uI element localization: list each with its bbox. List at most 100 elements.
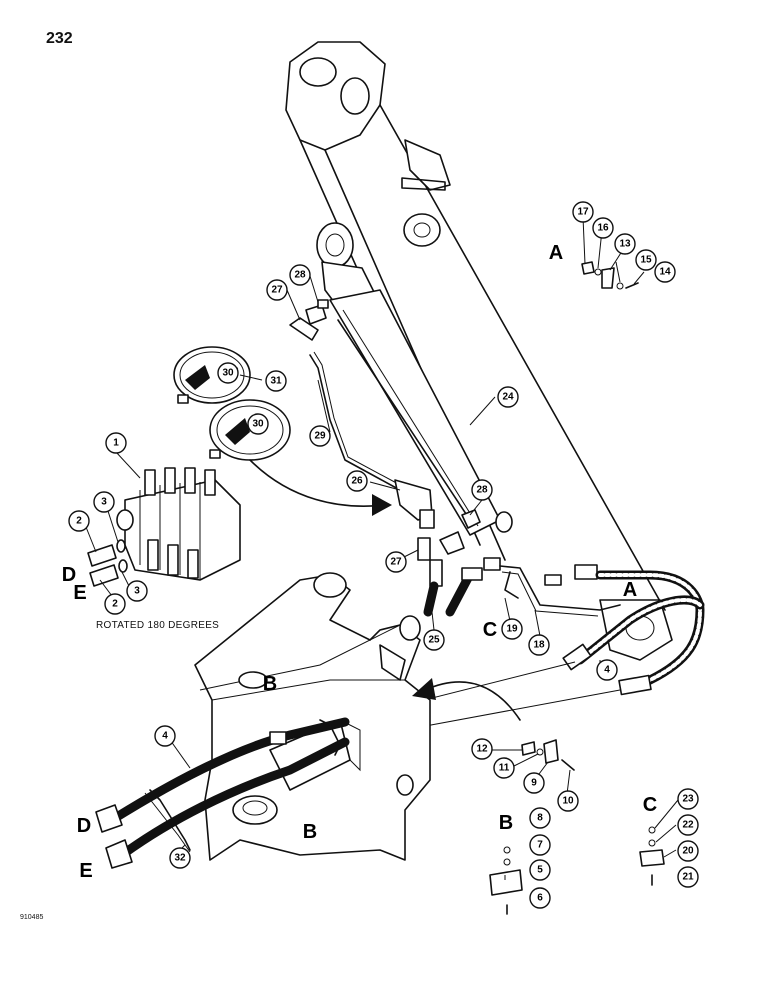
svg-text:4: 4 [162, 731, 168, 742]
hardware-b-group [521, 739, 575, 771]
callout-4: 4 [154, 725, 176, 747]
callout-7: 7 [529, 834, 551, 856]
hardware-a-group [581, 261, 639, 290]
svg-text:4: 4 [604, 665, 610, 676]
callout-21: 21 [677, 866, 699, 888]
callout-20: 20 [677, 840, 699, 862]
tube-18 [499, 565, 621, 611]
clamp-area-a [544, 564, 598, 586]
svg-text:24: 24 [502, 392, 514, 403]
svg-text:29: 29 [314, 431, 326, 442]
callout-12: 12 [471, 738, 493, 760]
callout-8: 8 [529, 807, 551, 829]
letter-e: E [79, 860, 92, 882]
callout-17: 17 [572, 201, 594, 223]
svg-text:28: 28 [476, 485, 488, 496]
page-number: 232 [46, 30, 73, 47]
drawing-code: 910485 [20, 914, 44, 921]
callout-15: 15 [635, 249, 657, 271]
callout-3: 3 [93, 491, 115, 513]
callout-29: 29 [309, 425, 331, 447]
callout-3: 3 [126, 580, 148, 602]
svg-text:8: 8 [537, 813, 543, 824]
svg-text:3: 3 [134, 586, 140, 597]
svg-text:30: 30 [252, 419, 264, 430]
svg-text:25: 25 [428, 635, 440, 646]
letter-b: B [499, 812, 513, 834]
svg-text:1: 1 [113, 438, 119, 449]
arrow-head-frame [412, 678, 436, 700]
callout-5: 5 [529, 859, 551, 881]
callout-9: 9 [523, 772, 545, 794]
callout-1: 1 [105, 432, 127, 454]
callout-28: 28 [471, 479, 493, 501]
letter-a: A [623, 579, 637, 601]
svg-text:27: 27 [271, 285, 283, 296]
svg-text:9: 9 [531, 778, 537, 789]
svg-text:6: 6 [537, 893, 543, 904]
letter-c: C [643, 794, 657, 816]
hoses-d-e [95, 717, 350, 869]
callout-23: 23 [677, 788, 699, 810]
arrow-to-frame [424, 681, 521, 721]
svg-text:7: 7 [537, 840, 543, 851]
callout-26: 26 [346, 470, 368, 492]
svg-text:2: 2 [112, 599, 118, 610]
valve-fittings [87, 539, 128, 587]
rotated-note: ROTATED 180 DEGREES [96, 620, 220, 631]
arrow-head-26 [372, 494, 392, 516]
svg-text:2: 2 [76, 516, 82, 527]
callout-31: 31 [265, 370, 287, 392]
callout-19: 19 [501, 618, 523, 640]
letter-d: D [77, 815, 91, 837]
swing-frame [194, 572, 431, 861]
fitting-26 [394, 479, 435, 529]
callout-14: 14 [654, 261, 676, 283]
svg-text:30: 30 [222, 368, 234, 379]
arrow-to-26 [249, 459, 386, 507]
svg-text:14: 14 [659, 267, 671, 278]
letter-a: A [549, 242, 563, 264]
svg-text:11: 11 [499, 763, 510, 774]
svg-text:28: 28 [294, 270, 306, 281]
svg-text:3: 3 [101, 497, 107, 508]
cylinder-fittings [289, 299, 481, 555]
svg-text:19: 19 [506, 624, 518, 635]
tube-19 [504, 571, 519, 599]
callout-18: 18 [528, 634, 550, 656]
callout-32: 32 [169, 847, 191, 869]
svg-text:23: 23 [682, 794, 694, 805]
callout-30: 30 [247, 413, 269, 435]
callout-16: 16 [592, 217, 614, 239]
letter-b: B [303, 821, 317, 843]
callout-27: 27 [266, 279, 288, 301]
svg-text:18: 18 [533, 640, 545, 651]
callout-25: 25 [423, 629, 445, 651]
svg-text:17: 17 [577, 207, 589, 218]
cylinder-drawing [316, 222, 513, 536]
callout-6: 6 [529, 887, 551, 909]
letter-e: E [73, 582, 86, 604]
letter-c: C [483, 619, 497, 641]
letter-d: D [62, 564, 76, 586]
svg-text:22: 22 [682, 820, 694, 831]
hardware-5-group [489, 846, 523, 915]
letter-b: B [263, 673, 277, 695]
svg-text:16: 16 [597, 223, 609, 234]
callout-27: 27 [385, 551, 407, 573]
callout-2: 2 [104, 593, 126, 615]
callout-22: 22 [677, 814, 699, 836]
gauges-30-31 [173, 346, 291, 461]
svg-text:10: 10 [562, 796, 574, 807]
callout-28: 28 [289, 264, 311, 286]
boom-hoses [562, 570, 705, 696]
control-valve-1 [116, 467, 241, 581]
svg-text:12: 12 [476, 744, 488, 755]
hose-fittings-25 [417, 537, 501, 617]
svg-text:26: 26 [351, 476, 363, 487]
callout-13: 13 [614, 233, 636, 255]
svg-text:20: 20 [682, 846, 694, 857]
svg-text:21: 21 [682, 872, 694, 883]
svg-text:27: 27 [390, 557, 402, 568]
